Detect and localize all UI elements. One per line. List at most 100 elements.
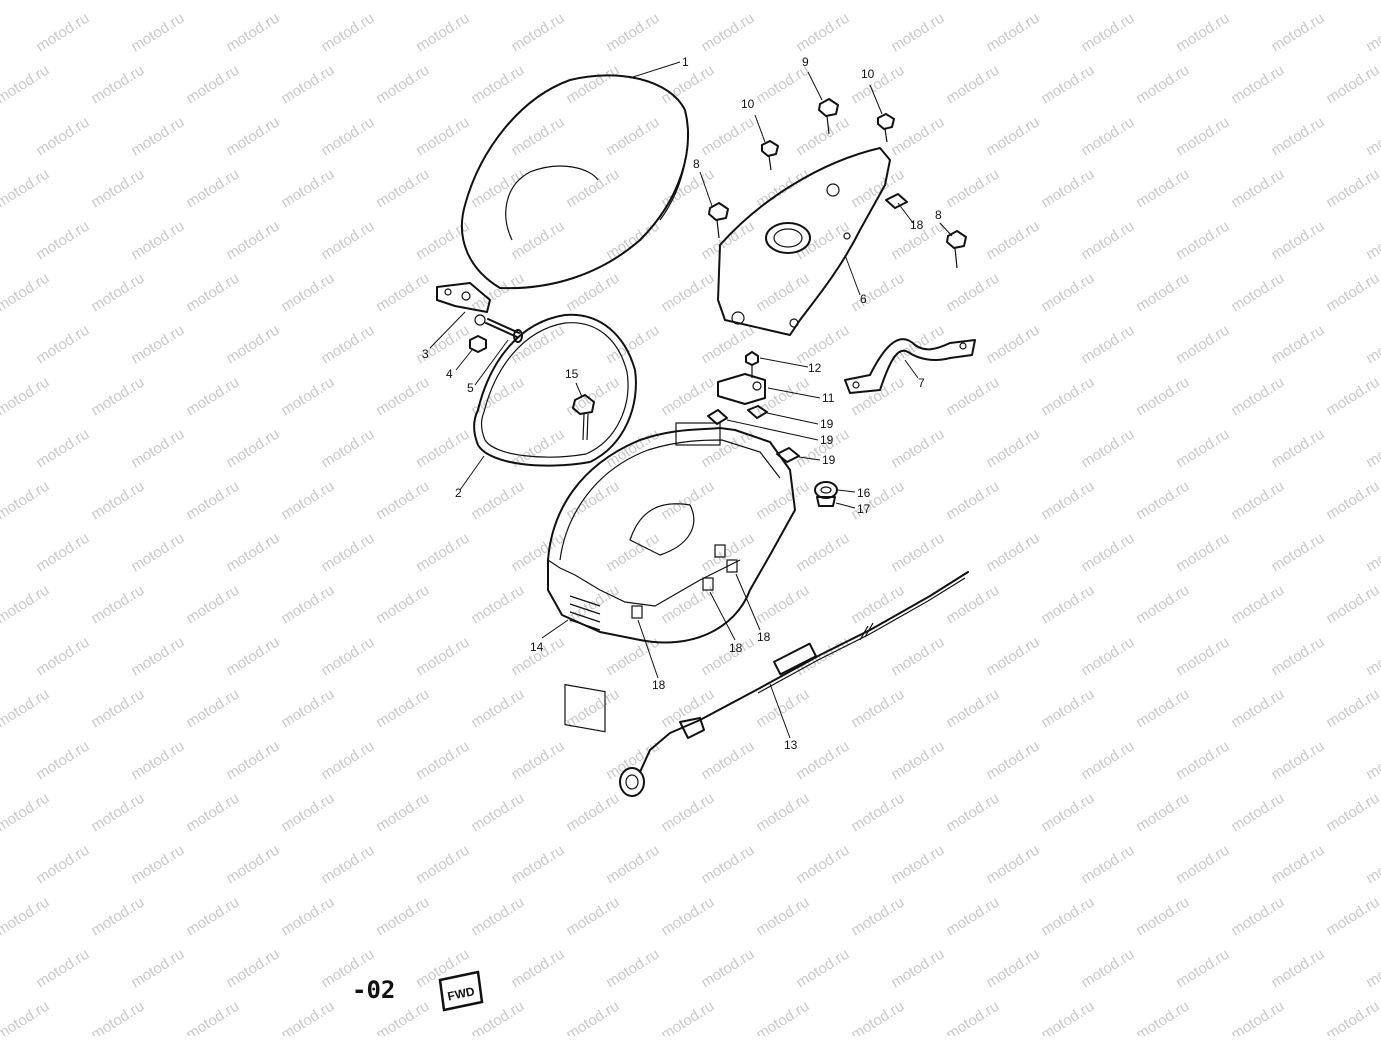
watermark-text: motod.ru: [318, 738, 377, 784]
callout-5: 5: [467, 381, 474, 395]
cap: [814, 481, 838, 507]
watermark-text: motod.ru: [318, 114, 377, 160]
watermark-text: motod.ru: [848, 582, 907, 628]
watermark-text: motod.ru: [318, 218, 377, 264]
watermark-text: motod.ru: [128, 10, 187, 56]
watermark-text: motod.ru: [1173, 426, 1232, 472]
watermark-text: motod.ru: [888, 946, 947, 992]
watermark-text: motod.ru: [88, 374, 147, 420]
watermark-text: motod.ru: [983, 114, 1042, 160]
watermark-text: motod.ru: [1228, 0, 1287, 3]
watermark-text: motod.ru: [983, 218, 1042, 264]
watermark-text: motod.ru: [848, 270, 907, 316]
watermark-text: motod.ru: [318, 322, 377, 368]
cable: [619, 571, 969, 797]
watermark-text: motod.ru: [848, 790, 907, 836]
watermark-text: motod.ru: [183, 478, 242, 524]
watermark-text: motod.ru: [468, 582, 527, 628]
watermark-text: motod.ru: [943, 166, 1002, 212]
watermark-text: motod.ru: [183, 270, 242, 316]
watermark-text: motod.ru: [33, 426, 92, 472]
watermark-text: motod.ru: [318, 530, 377, 576]
watermark-text: motod.ru: [318, 10, 377, 56]
watermark-text: motod.ru: [1078, 218, 1137, 264]
watermark-text: motod.ru: [1363, 218, 1381, 264]
callout-18: 18: [729, 641, 743, 655]
watermark-text: motod.ru: [223, 738, 282, 784]
watermark-text: motod.ru: [278, 582, 337, 628]
watermark-text: motod.ru: [563, 270, 622, 316]
watermark-text: motod.ru: [413, 426, 472, 472]
watermark-text: motod.ru: [223, 634, 282, 680]
watermark-text: motod.ru: [0, 62, 52, 108]
watermark-text: motod.ru: [468, 894, 527, 940]
watermark-text: motod.ru: [128, 946, 187, 992]
watermark-text: motod.ru: [278, 374, 337, 420]
watermark-text: motod.ru: [33, 946, 92, 992]
small-bracket: [717, 373, 766, 405]
watermark-text: motod.ru: [658, 478, 717, 524]
watermark-text: motod.ru: [658, 894, 717, 940]
callout-8: 8: [693, 157, 700, 171]
watermark-text: motod.ru: [793, 322, 852, 368]
watermark-text: motod.ru: [603, 114, 662, 160]
watermark-text: motod.ru: [753, 790, 812, 836]
bolt: [818, 98, 839, 135]
seat: [460, 74, 689, 290]
watermark-text: motod.ru: [1323, 582, 1381, 628]
watermark-text: motod.ru: [698, 946, 757, 992]
watermark-text: motod.ru: [413, 738, 472, 784]
watermark-text: motod.ru: [658, 790, 717, 836]
watermark-text: motod.ru: [698, 218, 757, 264]
watermark-text: motod.ru: [468, 686, 527, 732]
watermark-text: motod.ru: [658, 270, 717, 316]
screw: [745, 351, 759, 378]
watermark-text: motod.ru: [1133, 686, 1192, 732]
watermark-text: motod.ru: [468, 270, 527, 316]
watermark-text: motod.ru: [1363, 322, 1381, 368]
clip: [776, 447, 800, 463]
watermark-text: motod.ru: [1038, 686, 1097, 732]
watermark-text: motod.ru: [753, 166, 812, 212]
watermark-text: motod.ru: [1228, 582, 1287, 628]
figure-code: -02: [352, 976, 395, 1004]
watermark-text: motod.ru: [373, 270, 432, 316]
watermark-text: motod.ru: [128, 634, 187, 680]
watermark-text: motod.ru: [1228, 62, 1287, 108]
watermark-text: motod.ru: [0, 790, 52, 836]
watermark-text: motod.ru: [1268, 426, 1327, 472]
callout-labels: 1 2 3 4 5 6 7 8 8 9 10 10 11 12 13 14 15…: [422, 55, 942, 752]
watermark-text: motod.ru: [1173, 946, 1232, 992]
watermark-text: motod.ru: [128, 322, 187, 368]
watermark-text: motod.ru: [1173, 10, 1232, 56]
watermark-text: motod.ru: [888, 10, 947, 56]
callout-8: 8: [935, 208, 942, 222]
fwd-badge: FWD: [446, 984, 476, 1003]
watermark-text: motod.ru: [1228, 686, 1287, 732]
watermark-text: motod.ru: [563, 478, 622, 524]
watermark-text: motod.ru: [373, 166, 432, 212]
watermark-text: motod.ru: [888, 530, 947, 576]
watermark-text: motod.ru: [1173, 530, 1232, 576]
watermark-text: motod.ru: [1078, 634, 1137, 680]
callout-18: 18: [652, 678, 666, 692]
watermark-text: motod.ru: [1038, 790, 1097, 836]
nut: [469, 335, 487, 353]
watermark-text: motod.ru: [1323, 998, 1381, 1036]
callout-12: 12: [808, 361, 822, 375]
watermark-text: motod.ru: [88, 894, 147, 940]
watermark-text: motod.ru: [753, 894, 812, 940]
watermark-text: motod.ru: [413, 634, 472, 680]
watermark-text: motod.ru: [1133, 270, 1192, 316]
watermark-text: motod.ru: [1173, 738, 1232, 784]
callout-19: 19: [822, 453, 836, 467]
watermark-text: motod.ru: [413, 946, 472, 992]
leader-lines: [429, 61, 953, 739]
seal-gasket: [473, 313, 637, 467]
watermark-text: motod.ru: [468, 478, 527, 524]
watermark-text: motod.ru: [1363, 634, 1381, 680]
watermark-text: motod.ru: [508, 946, 567, 992]
watermark-text: motod.ru: [848, 998, 907, 1036]
watermark-text: motod.ru: [183, 582, 242, 628]
hinge-bracket: [436, 282, 491, 326]
